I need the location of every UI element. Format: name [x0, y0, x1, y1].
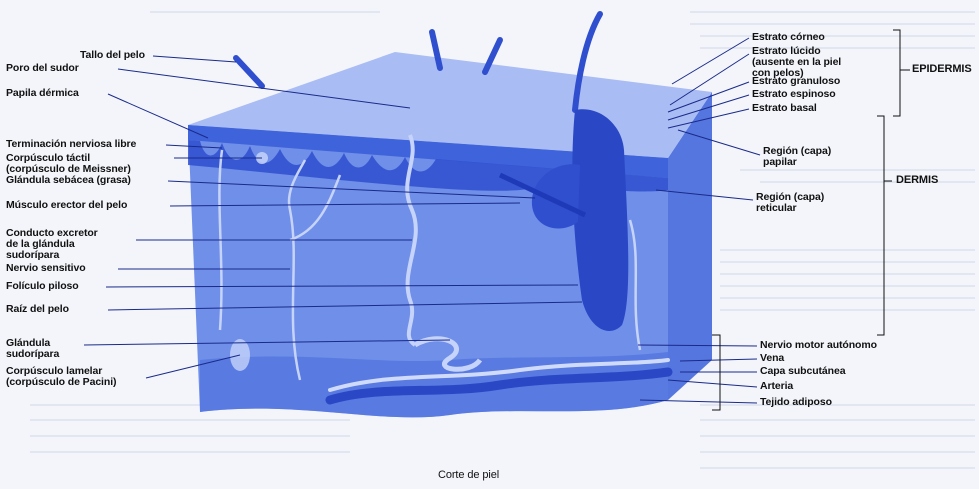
label-sensory-nerve: Nervio sensitivo	[6, 263, 86, 274]
label-artery: Arteria	[760, 381, 793, 392]
label-sweat-duct: Conducto excretor de la glándula sudoríp…	[6, 228, 98, 261]
label-papillary-region: Región (capa) papilar	[763, 146, 831, 168]
label-epidermis: EPIDERMIS	[912, 64, 972, 75]
label-sweat-gland: Glándula sudorípara	[6, 338, 59, 360]
label-pacinian-corpuscle: Corpúsculo lamelar (corpúsculo de Pacini…	[6, 366, 116, 388]
label-dermal-papilla: Papila dérmica	[6, 88, 79, 99]
label-stratum-corneum: Estrato córneo	[752, 32, 825, 43]
label-arrector-pili: Músculo erector del pelo	[6, 200, 127, 211]
label-hair-follicle: Folículo piloso	[6, 281, 79, 292]
label-dermis: DERMIS	[896, 175, 938, 186]
label-autonomic-nerve: Nervio motor autónomo	[760, 340, 877, 351]
subcutaneous-layer	[200, 352, 668, 417]
figure-caption: Corte de piel	[438, 470, 499, 481]
hair-shaft-1	[236, 58, 262, 86]
label-sweat-pore: Poro del sudor	[6, 63, 79, 74]
label-meissner-corpuscle: Corpúsculo táctil (corpúsculo de Meissne…	[6, 153, 131, 175]
label-adipose-tissue: Tejido adiposo	[760, 397, 832, 408]
epidermis-bracket	[893, 30, 910, 116]
label-stratum-granulosum: Estrato granuloso	[752, 76, 840, 87]
label-sebaceous-gland: Glándula sebácea (grasa)	[6, 175, 131, 186]
label-stratum-basale: Estrato basal	[752, 103, 817, 114]
label-stratum-spinosum: Estrato espinoso	[752, 89, 836, 100]
label-reticular-region: Región (capa) reticular	[756, 192, 824, 214]
label-subcutaneous-layer: Capa subcutánea	[760, 366, 845, 377]
label-vein: Vena	[760, 353, 784, 364]
label-hair-shaft: Tallo del pelo	[80, 50, 145, 61]
label-free-nerve-ending: Terminación nerviosa libre	[6, 139, 136, 150]
dermis-bracket	[877, 116, 892, 335]
label-hair-root: Raíz del pelo	[6, 304, 69, 315]
